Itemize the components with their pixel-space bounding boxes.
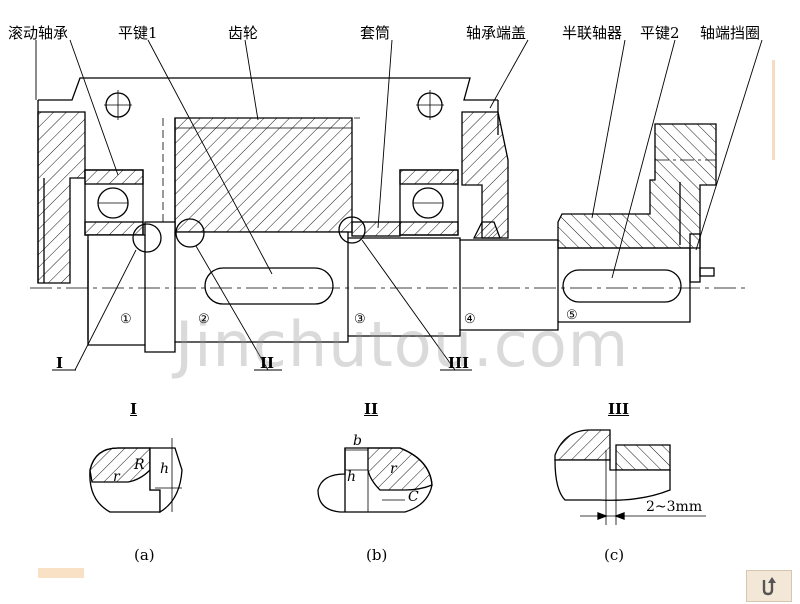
section-number-1: ① [120,312,132,327]
label-gear: 齿轮 [228,24,259,42]
return-button[interactable] [746,570,792,602]
caption-b: (b) [366,546,388,564]
label-rolling-bearing: 滚动轴承 [8,24,69,42]
decorative-stroke [38,568,84,578]
right-rolling-bearing [399,169,459,236]
detail-c-title: III [608,400,630,418]
caption-a: (a) [134,546,155,564]
section-number-5: ⑤ [566,308,578,323]
marker-I: I [56,354,64,372]
marker-III: III [448,354,470,372]
end-ring-screw [699,267,715,277]
dim-c-gap: 2~3mm [646,499,703,515]
left-rolling-bearing [84,169,144,236]
dim-a-h: h [160,461,170,477]
return-arrow-icon [762,577,776,596]
section-number-3: ③ [354,312,366,327]
caption-c: (c) [604,546,625,564]
dim-b-C: C [408,489,419,505]
shaft-end-ring [689,233,701,283]
half-coupling [557,123,717,249]
marker-II: II [260,354,275,372]
detail-c [554,429,706,525]
section-number-4: ④ [464,312,476,327]
dim-a-r: r [113,469,120,485]
gear [162,117,353,233]
dim-b-b: b [353,433,362,449]
detail-b [317,447,433,513]
detail-b-title: II [364,400,379,418]
detail-circle-III [338,216,366,244]
detail-a [89,438,183,514]
detail-circle-II [175,218,205,248]
detail-circle-I [132,223,162,253]
label-half-coupling: 半联轴器 [562,24,623,42]
dim-b-r: r [390,461,397,477]
label-flat-key-1: 平键1 [118,24,158,42]
label-bearing-cover: 轴承端盖 [466,24,527,42]
label-sleeve: 套筒 [360,24,391,42]
dim-a-R: R [134,457,145,473]
left-bearing-cover [37,111,86,284]
label-shaft-end-ring: 轴端挡圈 [700,24,761,42]
detail-a-title: I [130,400,138,418]
leader-lines [35,39,763,371]
decorative-stroke [772,60,797,160]
sleeve [351,221,401,237]
section-number-2: ② [198,312,210,327]
label-flat-key-2: 平键2 [640,24,680,42]
watermark: Jinchutou.com [175,308,630,381]
right-bearing-cover [461,111,509,239]
keyway-2 [562,269,682,303]
dim-b-h: h [347,469,357,485]
